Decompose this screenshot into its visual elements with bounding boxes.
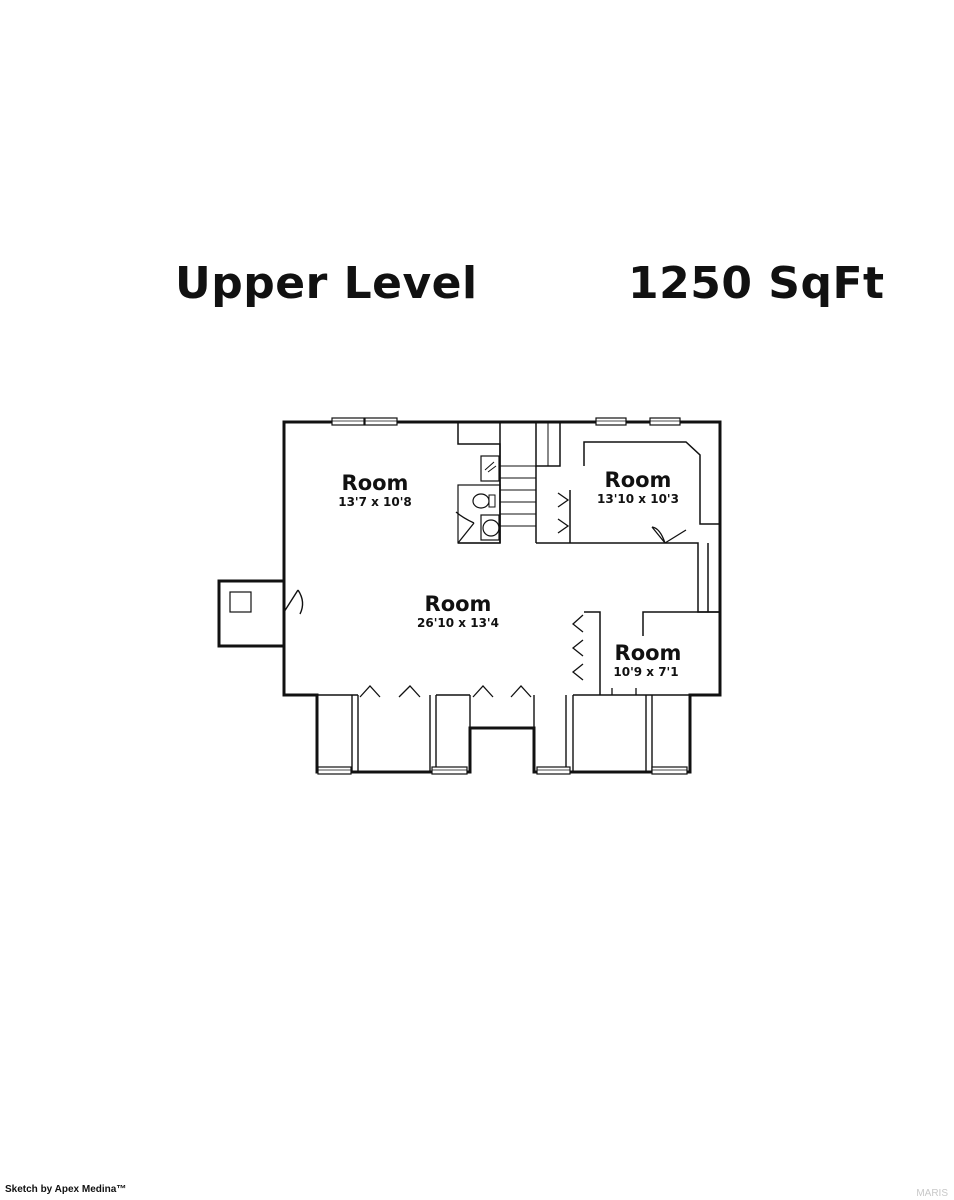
- chimney: [229, 591, 252, 613]
- door-swing: [455, 511, 475, 544]
- interior-wall: [429, 695, 437, 772]
- room-dimensions: 10'9 x 7'1: [613, 665, 678, 679]
- room-name: Room: [425, 592, 492, 616]
- level-title: Upper Level: [175, 258, 478, 309]
- door-swing: [651, 526, 687, 544]
- interior-wall: [565, 695, 574, 772]
- windows: [317, 417, 688, 775]
- interior-wall: [536, 542, 720, 613]
- room-dimensions: 26'10 x 13'4: [417, 616, 499, 630]
- room-dimensions: 13'7 x 10'8: [338, 495, 412, 509]
- room-dimensions: 13'10 x 10'3: [597, 492, 679, 506]
- staircase: [500, 465, 536, 527]
- total-area: 1250 SqFt: [628, 258, 885, 309]
- bath-fixture: [480, 514, 500, 541]
- closet-door: [557, 492, 570, 534]
- sink: [480, 455, 500, 482]
- door-swing: [283, 589, 304, 615]
- bump-out-wall: [217, 579, 284, 648]
- toilet: [472, 493, 490, 509]
- interior-wall: [584, 611, 601, 695]
- interior-wall: [645, 695, 653, 772]
- room-name: Room: [615, 641, 682, 665]
- toilet-tank: [488, 494, 496, 508]
- sketch-credit: Sketch by Apex Medina™: [5, 1184, 127, 1195]
- watermark: MARIS: [916, 1188, 948, 1199]
- closet-door: [571, 614, 584, 681]
- closet-door: [472, 685, 532, 698]
- closet-door: [359, 685, 421, 698]
- interior-wall: [457, 422, 501, 544]
- interior-wall: [642, 611, 720, 636]
- interior-wall: [351, 695, 359, 772]
- room-name: Room: [605, 468, 672, 492]
- interior-wall: [583, 441, 720, 525]
- sink-detail: [484, 461, 497, 473]
- toilet: [482, 519, 500, 537]
- room-name: Room: [342, 471, 409, 495]
- interior-wall: [469, 695, 535, 728]
- interior-wall: [611, 688, 637, 695]
